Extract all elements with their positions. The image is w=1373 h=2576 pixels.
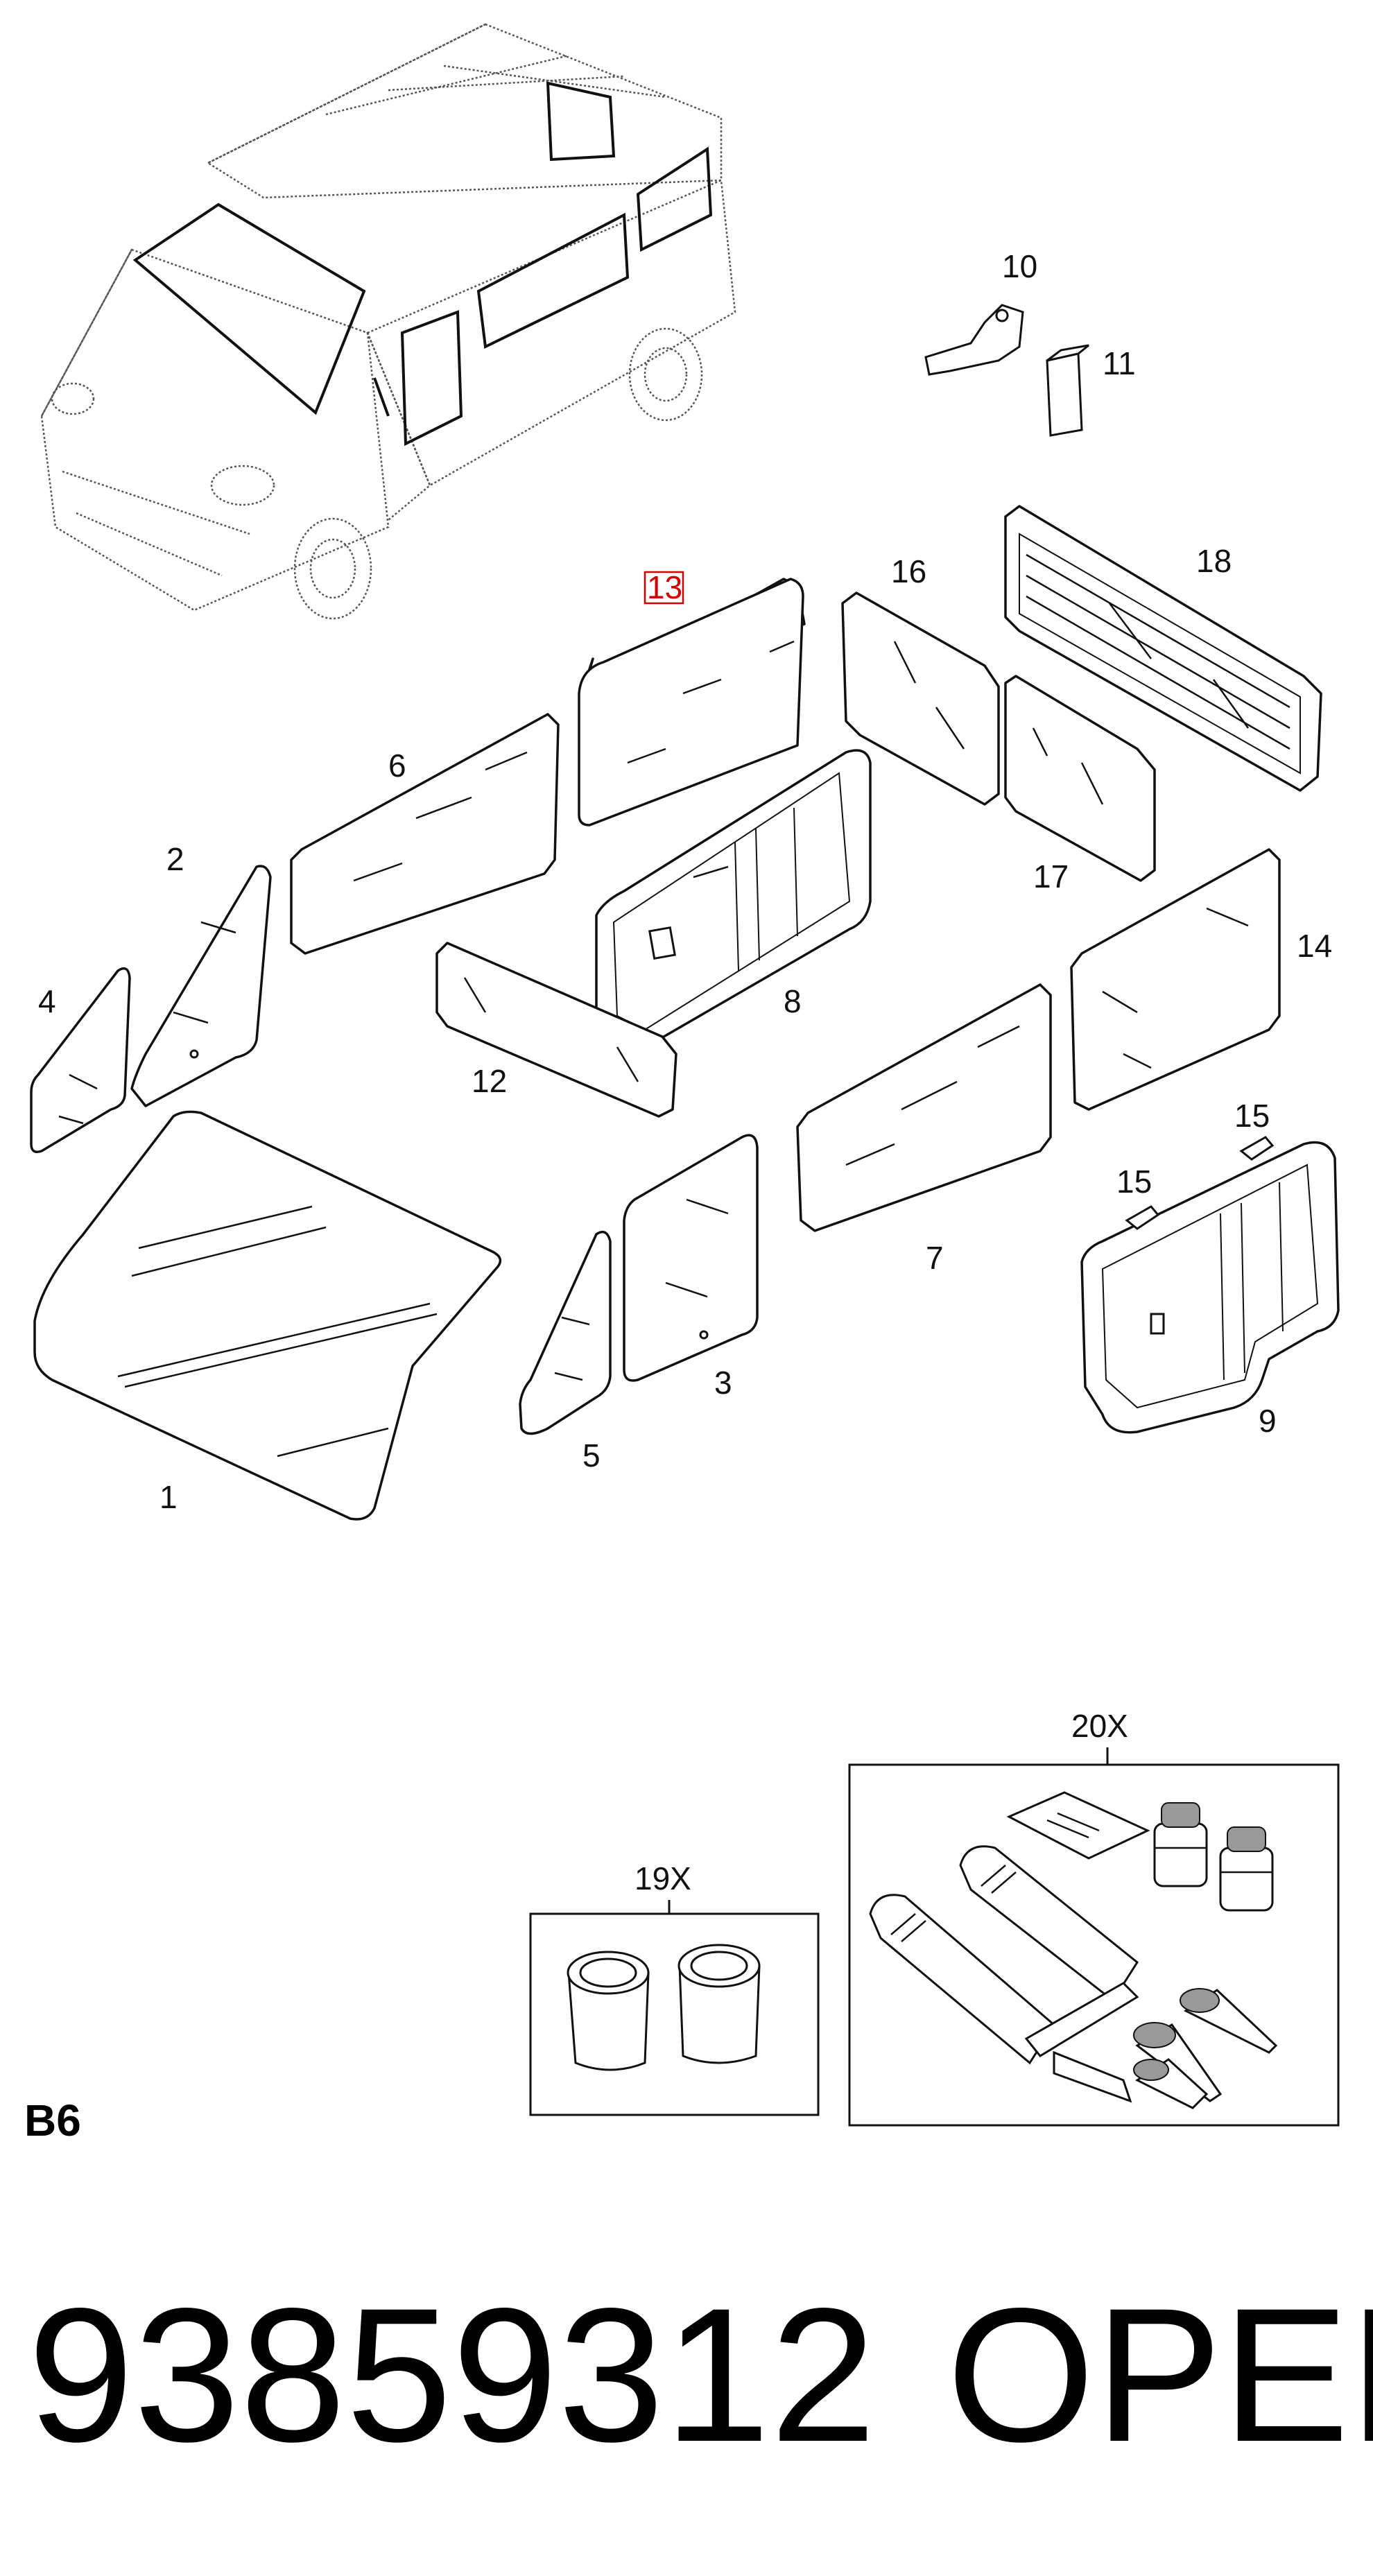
wipe-packet <box>1006 1791 1150 1860</box>
callout-13: 13 <box>647 569 682 605</box>
glass-18-rear-heated <box>1004 505 1322 792</box>
callout-15-b: 15 <box>1234 1098 1270 1134</box>
glass-2 <box>130 865 272 1107</box>
callout-17: 17 <box>1033 858 1069 894</box>
mixer-bridge <box>1024 1982 1139 2057</box>
glass-17 <box>1004 675 1156 882</box>
callout-9: 9 <box>1259 1403 1277 1439</box>
spacer-part-11 <box>1046 344 1089 437</box>
glass-14 <box>1070 848 1281 1111</box>
callout-5: 5 <box>582 1437 601 1473</box>
callout-16: 16 <box>891 553 926 589</box>
callout-6: 6 <box>388 747 406 784</box>
callout-1: 1 <box>159 1479 178 1515</box>
cylinder-2 <box>677 1944 761 2064</box>
gun-body <box>1053 2050 1132 2103</box>
brand-name: OPEL <box>947 2269 1373 2482</box>
callout-8: 8 <box>784 983 802 1019</box>
glass-12 <box>435 942 677 1118</box>
callout-2: 2 <box>166 841 184 877</box>
glass-3 <box>623 1134 759 1382</box>
callout-7: 7 <box>926 1240 944 1276</box>
clip-15-b <box>1239 1136 1275 1161</box>
callout-12: 12 <box>472 1063 507 1099</box>
cylinder-1 <box>567 1951 650 2071</box>
kit-19x: 19X <box>529 1860 820 2116</box>
van-illustration <box>40 23 736 620</box>
callouts: 1 2 3 4 5 6 7 8 9 10 11 12 13 14 15 15 1… <box>38 248 1332 1515</box>
glass-13-side-window <box>578 578 806 827</box>
kit-20x: 20X <box>848 1708 1340 2127</box>
glass-16 <box>841 591 1000 806</box>
callout-15-a: 15 <box>1116 1164 1152 1200</box>
section-code: B6 <box>24 2095 81 2145</box>
glass-4 <box>30 967 131 1153</box>
part-number: 93859312 <box>28 2269 877 2482</box>
callout-14: 14 <box>1297 928 1332 964</box>
nozzle-1 <box>1133 2022 1223 2102</box>
callout-4: 4 <box>38 983 56 1019</box>
nozzle-3 <box>1133 2058 1209 2109</box>
callout-3: 3 <box>714 1365 732 1401</box>
glass-5 <box>519 1230 612 1435</box>
nozzle-2 <box>1180 1988 1278 2054</box>
glass-6 <box>290 713 560 955</box>
clip-15-a <box>1125 1205 1160 1230</box>
adhesive-cartridge-2 <box>959 1845 1139 2003</box>
glass-7 <box>796 983 1052 1232</box>
clip-part-10 <box>924 304 1024 376</box>
glass-9-sliding-rear <box>1080 1141 1340 1434</box>
primer-bottle-1 <box>1153 1802 1208 1887</box>
callout-18: 18 <box>1196 543 1232 579</box>
kit-19x-label: 19X <box>634 1860 691 1896</box>
callout-11: 11 <box>1103 345 1136 381</box>
callout-13-highlight-box <box>644 571 684 605</box>
kit-20x-label: 20X <box>1071 1708 1128 1744</box>
glass-1-windscreen <box>33 1110 502 1521</box>
callout-10: 10 <box>1002 248 1037 284</box>
primer-bottle-2 <box>1219 1826 1274 1912</box>
